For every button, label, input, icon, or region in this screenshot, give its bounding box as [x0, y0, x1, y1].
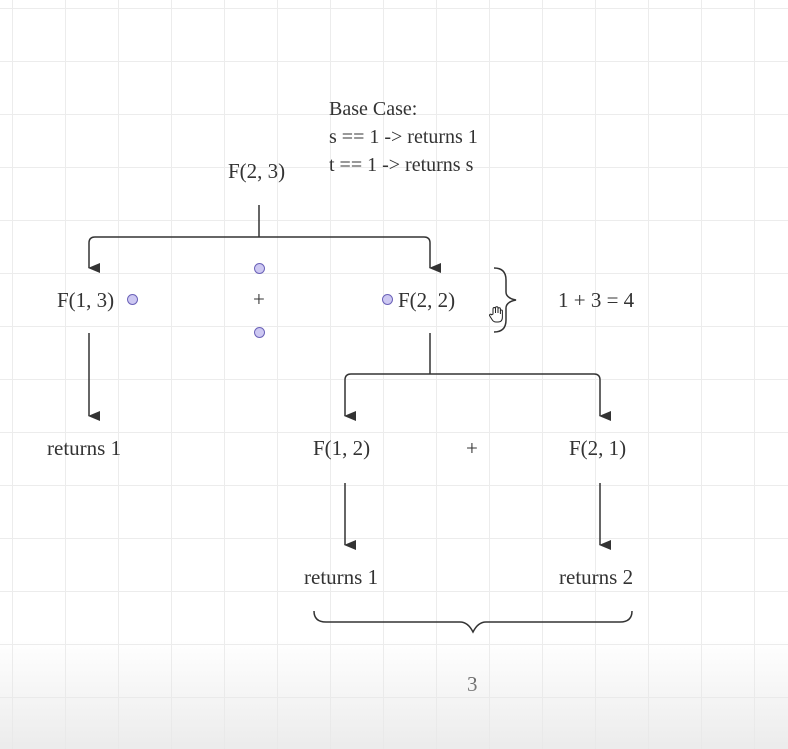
connection-handle-top[interactable] — [254, 263, 265, 274]
edge-root-to-right — [259, 236, 441, 273]
edge-right-to-rl — [344, 373, 430, 421]
bottom-curly-brace — [313, 610, 633, 634]
node-left[interactable]: F(1, 3) — [57, 288, 115, 312]
connection-handle-left[interactable] — [127, 294, 138, 305]
result-right-left: returns 1 — [304, 565, 379, 589]
base-case-title: Base Case: — [329, 98, 418, 120]
bottom-total: 3 — [467, 672, 478, 696]
edge-right-to-rr — [430, 373, 611, 421]
edge-root-to-left — [88, 236, 259, 273]
connection-handle-right[interactable] — [382, 294, 393, 305]
hand-cursor-icon — [488, 306, 504, 329]
base-case-note: Base Case: s == 1 -> returns 1 t == 1 ->… — [329, 95, 478, 179]
node-root[interactable]: F(2, 3) — [228, 159, 286, 183]
node-right-left[interactable]: F(1, 2) — [313, 436, 371, 460]
right-curly-brace — [493, 267, 517, 333]
node-right[interactable]: F(2, 2) — [398, 288, 456, 312]
base-case-line-1: s == 1 -> returns 1 — [329, 126, 478, 148]
operator-plus-bottom: + — [466, 436, 478, 460]
connection-handle-bottom[interactable] — [254, 327, 265, 338]
result-left: returns 1 — [47, 436, 122, 460]
node-right-right[interactable]: F(2, 1) — [569, 436, 627, 460]
sum-expression: 1 + 3 = 4 — [558, 288, 635, 312]
result-right-right: returns 2 — [559, 565, 634, 589]
base-case-line-2: t == 1 -> returns s — [329, 154, 474, 176]
operator-plus-top: + — [253, 287, 265, 311]
